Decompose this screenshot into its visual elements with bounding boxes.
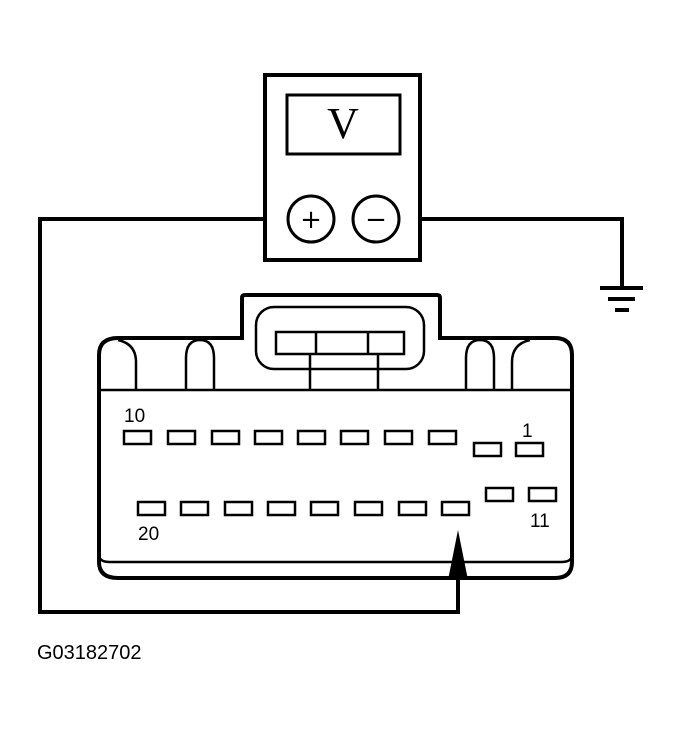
rib-left-2 bbox=[184, 338, 216, 390]
pin-label-11: 11 bbox=[530, 511, 550, 532]
pin-label-20: 20 bbox=[138, 524, 159, 545]
voltmeter: V + − bbox=[263, 73, 422, 262]
voltmeter-display-symbol: V bbox=[327, 99, 359, 148]
connector-pins bbox=[122, 429, 558, 517]
negative-lead-wire bbox=[400, 217, 624, 286]
plus-icon: + bbox=[300, 205, 322, 235]
pin-label-10: 10 bbox=[124, 406, 145, 427]
lock-tab-outer bbox=[254, 305, 426, 371]
connector-pin bbox=[136, 500, 167, 517]
probe-tip bbox=[448, 530, 468, 580]
connector-pin bbox=[166, 429, 197, 446]
connector-pin bbox=[339, 429, 370, 446]
rib-right-2 bbox=[510, 338, 531, 390]
rib-right-1 bbox=[464, 338, 496, 390]
connector-pin bbox=[440, 500, 471, 517]
ground-icon bbox=[600, 286, 643, 312]
connector-pin bbox=[484, 486, 515, 503]
probe-icon bbox=[448, 530, 468, 580]
connector-bottom-lip bbox=[97, 554, 574, 564]
connector-pin bbox=[266, 500, 297, 517]
connector-pin bbox=[179, 500, 210, 517]
connector-pin bbox=[427, 429, 458, 446]
connector-pin bbox=[309, 500, 340, 517]
connector-pin bbox=[296, 429, 327, 446]
negative-terminal bbox=[351, 194, 401, 244]
pin-label-1: 1 bbox=[522, 421, 533, 442]
connector-pin bbox=[514, 441, 545, 458]
connector-pin bbox=[383, 429, 414, 446]
voltmeter-display bbox=[285, 93, 402, 156]
connector-housing bbox=[97, 293, 574, 580]
figure-code: G03182702 bbox=[37, 642, 142, 664]
positive-terminal bbox=[286, 194, 336, 244]
connector bbox=[97, 293, 574, 580]
connector-pin bbox=[122, 429, 153, 446]
minus-icon: − bbox=[365, 205, 387, 235]
connector-pin bbox=[210, 429, 241, 446]
connector-pin bbox=[472, 441, 503, 458]
connector-pin bbox=[223, 500, 254, 517]
connector-pin bbox=[253, 429, 284, 446]
lock-tab-stem bbox=[308, 354, 380, 390]
connector-pin bbox=[527, 486, 558, 503]
positive-lead-wire bbox=[38, 217, 460, 614]
rib-left-1 bbox=[117, 338, 138, 390]
connector-pin bbox=[353, 500, 384, 517]
wiring bbox=[38, 217, 624, 614]
lock-tab-window bbox=[274, 330, 406, 356]
connector-pin bbox=[397, 500, 428, 517]
